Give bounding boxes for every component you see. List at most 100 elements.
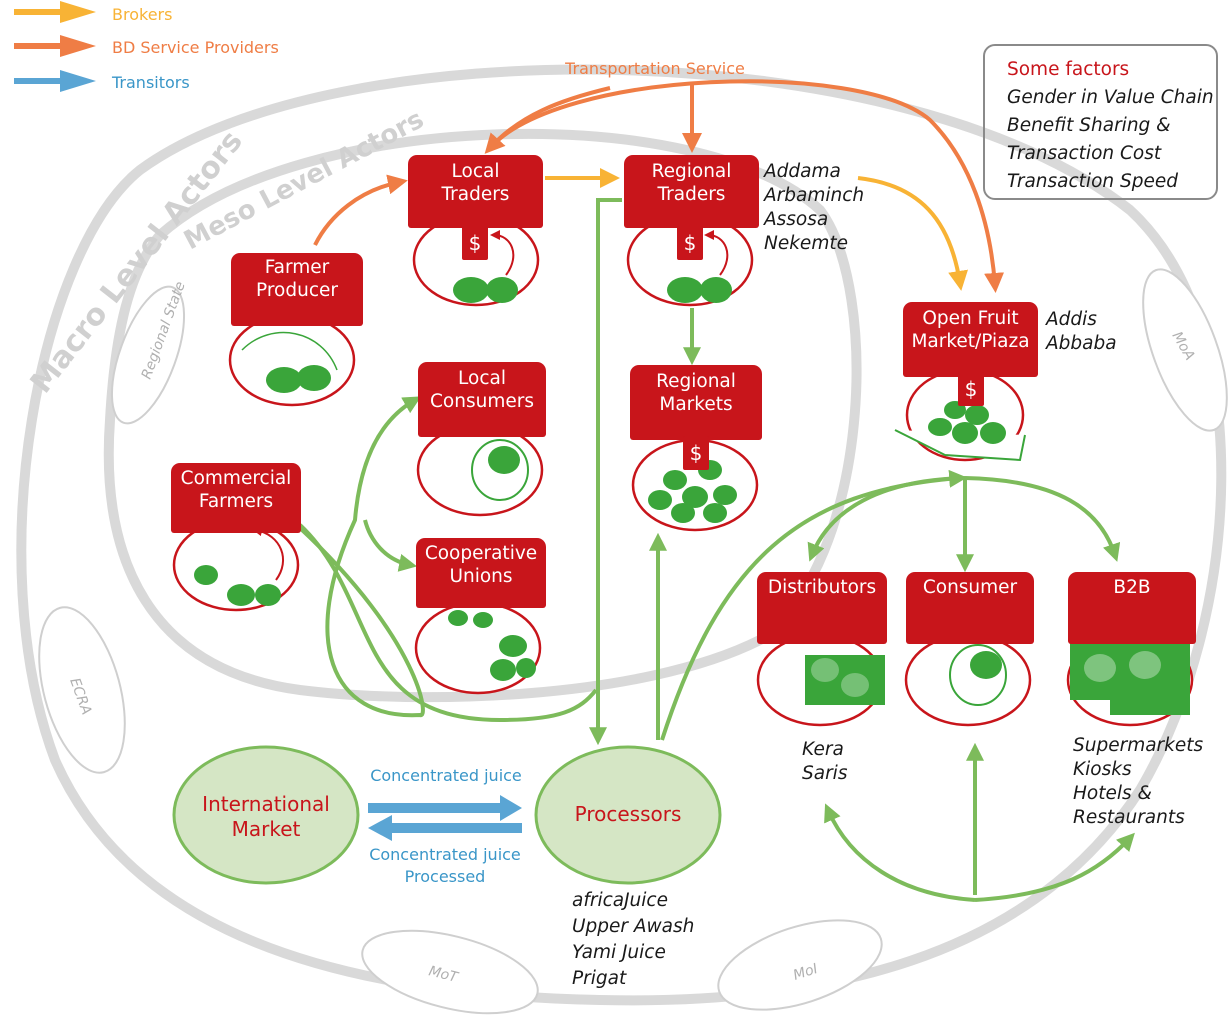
b2b-examples: Supermarkets Kiosks Hotels & Restaurants xyxy=(1073,734,1203,830)
regional-trader-places: Addama Arbaminch Assosa Nekemte xyxy=(764,160,864,256)
factors-title: Some factors xyxy=(1007,59,1130,80)
flow-regional-traders-to-processors xyxy=(589,198,622,746)
legend-arrow-brokers xyxy=(14,1,96,23)
label-line: Concentrated juice xyxy=(369,845,521,864)
node-farmer-producer: Farmer Producer xyxy=(231,253,363,326)
label-line: Market xyxy=(231,817,301,841)
legend-label-brokers: Brokers xyxy=(112,5,173,24)
processors-node xyxy=(534,745,722,885)
dollar-badge-regional-markets: $ xyxy=(683,436,709,470)
flow-to-cooperative-unions xyxy=(363,519,418,572)
open-market-places: Addis Abbaba xyxy=(1046,308,1117,356)
flow-open-market-to-b2b xyxy=(964,476,1121,562)
flow-processors-to-international xyxy=(368,815,522,841)
node-label: Distributors xyxy=(767,577,877,598)
node-local-consumers: Local Consumers xyxy=(418,362,546,437)
produce-farmer xyxy=(228,313,356,407)
international-market-node xyxy=(172,745,360,885)
flow-regional-traders-to-open-market xyxy=(857,176,968,291)
concentrated-juice-label: Concentrated juice xyxy=(370,766,522,785)
node-cooperative-unions: Cooperative Unions xyxy=(416,538,546,608)
produce-b2b xyxy=(1066,633,1194,727)
produce-regional-traders xyxy=(626,213,754,307)
node-distributors: Distributors xyxy=(757,572,887,644)
concentrated-juice-processed-label: Concentrated juice Processed xyxy=(355,844,535,888)
place-name: Assosa xyxy=(764,209,829,230)
node-label: Regional xyxy=(651,161,732,182)
factor-item: Transaction Cost xyxy=(1007,143,1162,164)
flow-international-to-processors xyxy=(368,795,522,821)
svg-text:MoI: MoI xyxy=(791,961,820,984)
example-name: africaJuice xyxy=(572,890,668,911)
node-consumer: Consumer xyxy=(906,572,1034,644)
flow-open-market-to-distributors xyxy=(807,476,966,562)
place-name: Addama xyxy=(764,161,841,182)
dollar-badge-regional-traders: $ xyxy=(677,226,703,260)
node-label: Market/Piaza xyxy=(911,331,1030,352)
distributor-examples: Kera Saris xyxy=(802,738,847,786)
node-regional-traders: Regional Traders xyxy=(624,155,759,228)
example-name: Yami Juice xyxy=(572,942,666,963)
institution-moi: MoI xyxy=(717,919,883,1011)
processor-examples: africaJuice Upper Awash Yami Juice Priga… xyxy=(572,888,694,992)
meso-ring xyxy=(103,128,862,703)
place-name: Arbaminch xyxy=(764,185,865,206)
label-line: International xyxy=(202,792,330,816)
node-label: Producer xyxy=(256,280,338,301)
legend-arrows xyxy=(14,1,96,92)
node-label: Farmer xyxy=(264,257,330,278)
node-local-traders: Local Traders xyxy=(408,155,543,228)
factor-item: Transaction Speed xyxy=(1007,171,1178,192)
legend-arrow-transitors xyxy=(14,70,96,92)
dollar-badge-open-market: $ xyxy=(958,372,984,406)
flow-commercial-to-local-consumers xyxy=(298,396,425,718)
place-name: Abbaba xyxy=(1046,333,1117,354)
example-name: Hotels & xyxy=(1073,783,1152,804)
factor-item: Gender in Value Chain xyxy=(1007,87,1214,108)
legend-arrow-bd xyxy=(14,35,96,57)
flow-commercial-to-processors xyxy=(298,523,598,723)
flow-bottom-to-distributors xyxy=(824,803,976,902)
produce-regional-markets xyxy=(631,438,759,532)
example-name: Supermarkets xyxy=(1073,735,1204,756)
node-label: Local xyxy=(451,161,500,182)
example-name: Prigat xyxy=(572,968,627,989)
flow-transport-to-local-traders xyxy=(484,86,611,154)
factors-box: Some factors Gender in Value Chain Benef… xyxy=(983,44,1218,200)
place-name: Addis xyxy=(1046,309,1097,330)
processors-label: Processors xyxy=(574,802,682,826)
node-regional-markets: Regional Markets xyxy=(630,365,762,440)
node-label: Traders xyxy=(657,184,726,205)
node-label: Markets xyxy=(659,394,733,415)
example-name: Kiosks xyxy=(1073,759,1132,780)
node-open-fruit-market: Open Fruit Market/Piaza xyxy=(903,302,1038,377)
blue-flows xyxy=(368,795,522,841)
produce-icons xyxy=(172,213,1194,727)
orange-flows xyxy=(313,79,1005,293)
produce-consumer xyxy=(904,633,1032,727)
node-label: Cooperative xyxy=(424,543,538,564)
flow-bottom-to-b2b xyxy=(974,832,1135,902)
node-label: Unions xyxy=(449,566,513,587)
flow-farmer-to-local-traders xyxy=(313,174,408,246)
yellow-flows xyxy=(545,168,968,291)
dollar-badge-local-traders: $ xyxy=(462,226,488,260)
svg-text:MoT: MoT xyxy=(427,963,461,986)
example-name: Kera xyxy=(802,739,844,760)
node-b2b: B2B xyxy=(1068,572,1196,644)
institution-moa: MoA xyxy=(1142,268,1228,432)
factor-item: Benefit Sharing & xyxy=(1007,115,1171,136)
node-label: Local xyxy=(458,368,506,389)
macro-ring xyxy=(16,64,1227,1006)
node-label: Consumers xyxy=(430,391,534,412)
node-label: Traders xyxy=(441,184,510,205)
transport-label: Transportation Service xyxy=(564,59,745,78)
node-label: Commercial xyxy=(180,468,292,489)
node-label: B2B xyxy=(1113,577,1151,598)
international-market-label: International Market xyxy=(186,792,346,842)
node-label: Open Fruit xyxy=(922,308,1019,329)
produce-commercial-farmers xyxy=(172,518,300,612)
legend-label-transitors: Transitors xyxy=(112,73,190,92)
example-name: Upper Awash xyxy=(572,916,695,937)
example-name: Restaurants xyxy=(1073,807,1185,828)
